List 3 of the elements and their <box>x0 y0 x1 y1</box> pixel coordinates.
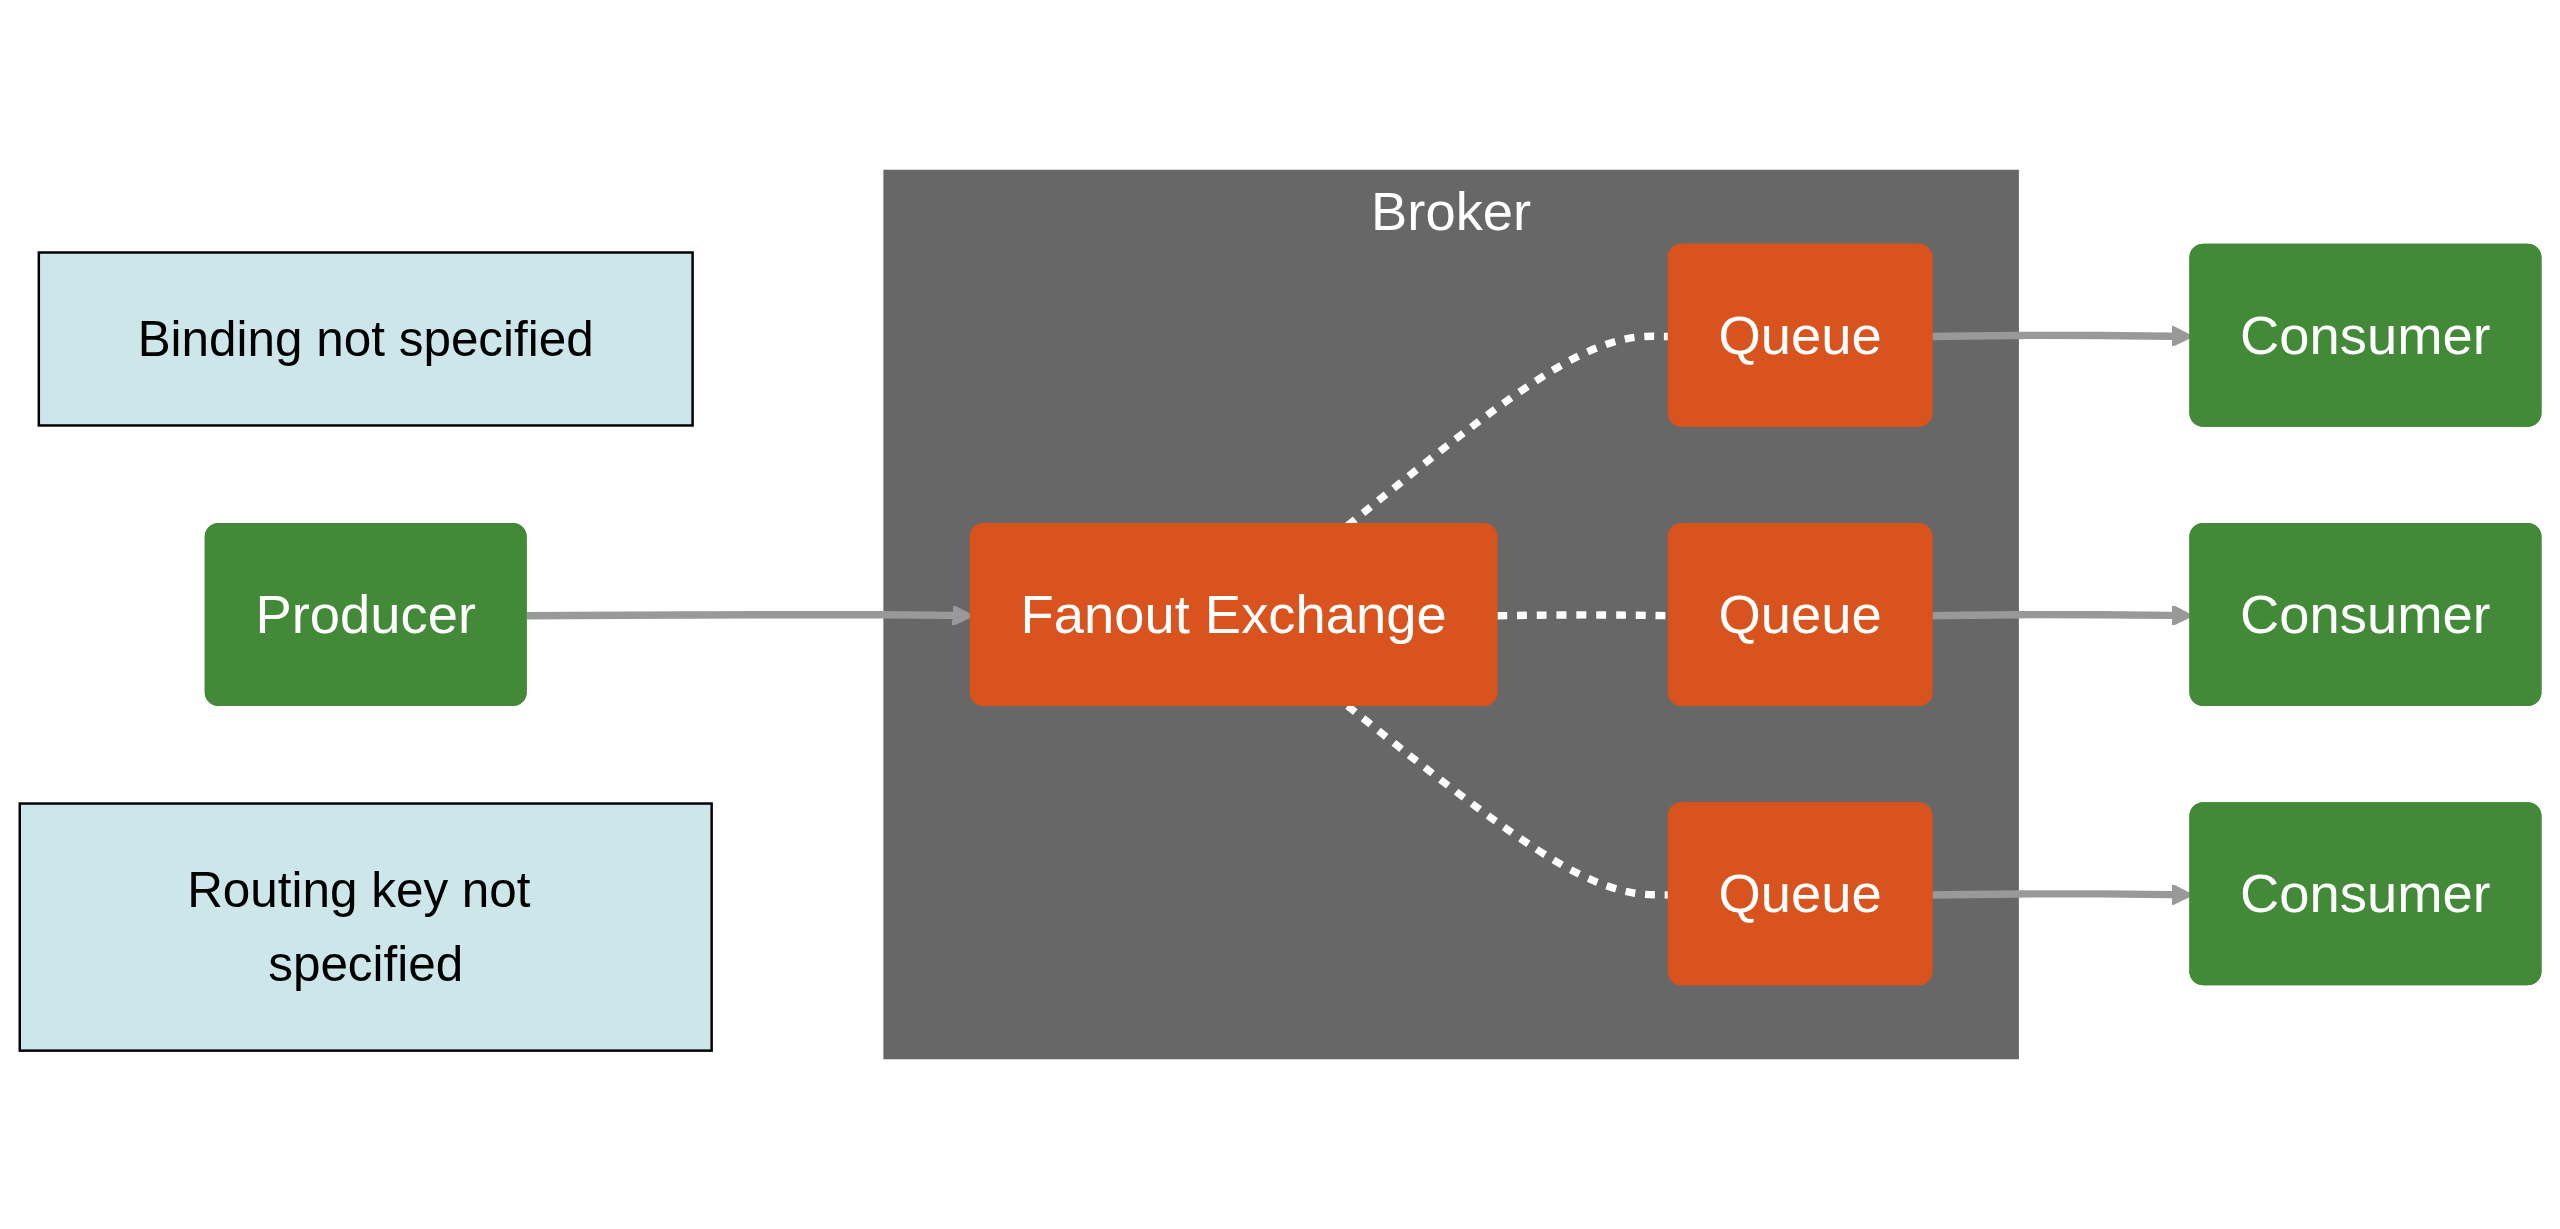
connector <box>1345 703 1671 899</box>
node-box: Binding not specified <box>37 251 694 427</box>
node-box: Routing key not specified <box>18 802 713 1052</box>
